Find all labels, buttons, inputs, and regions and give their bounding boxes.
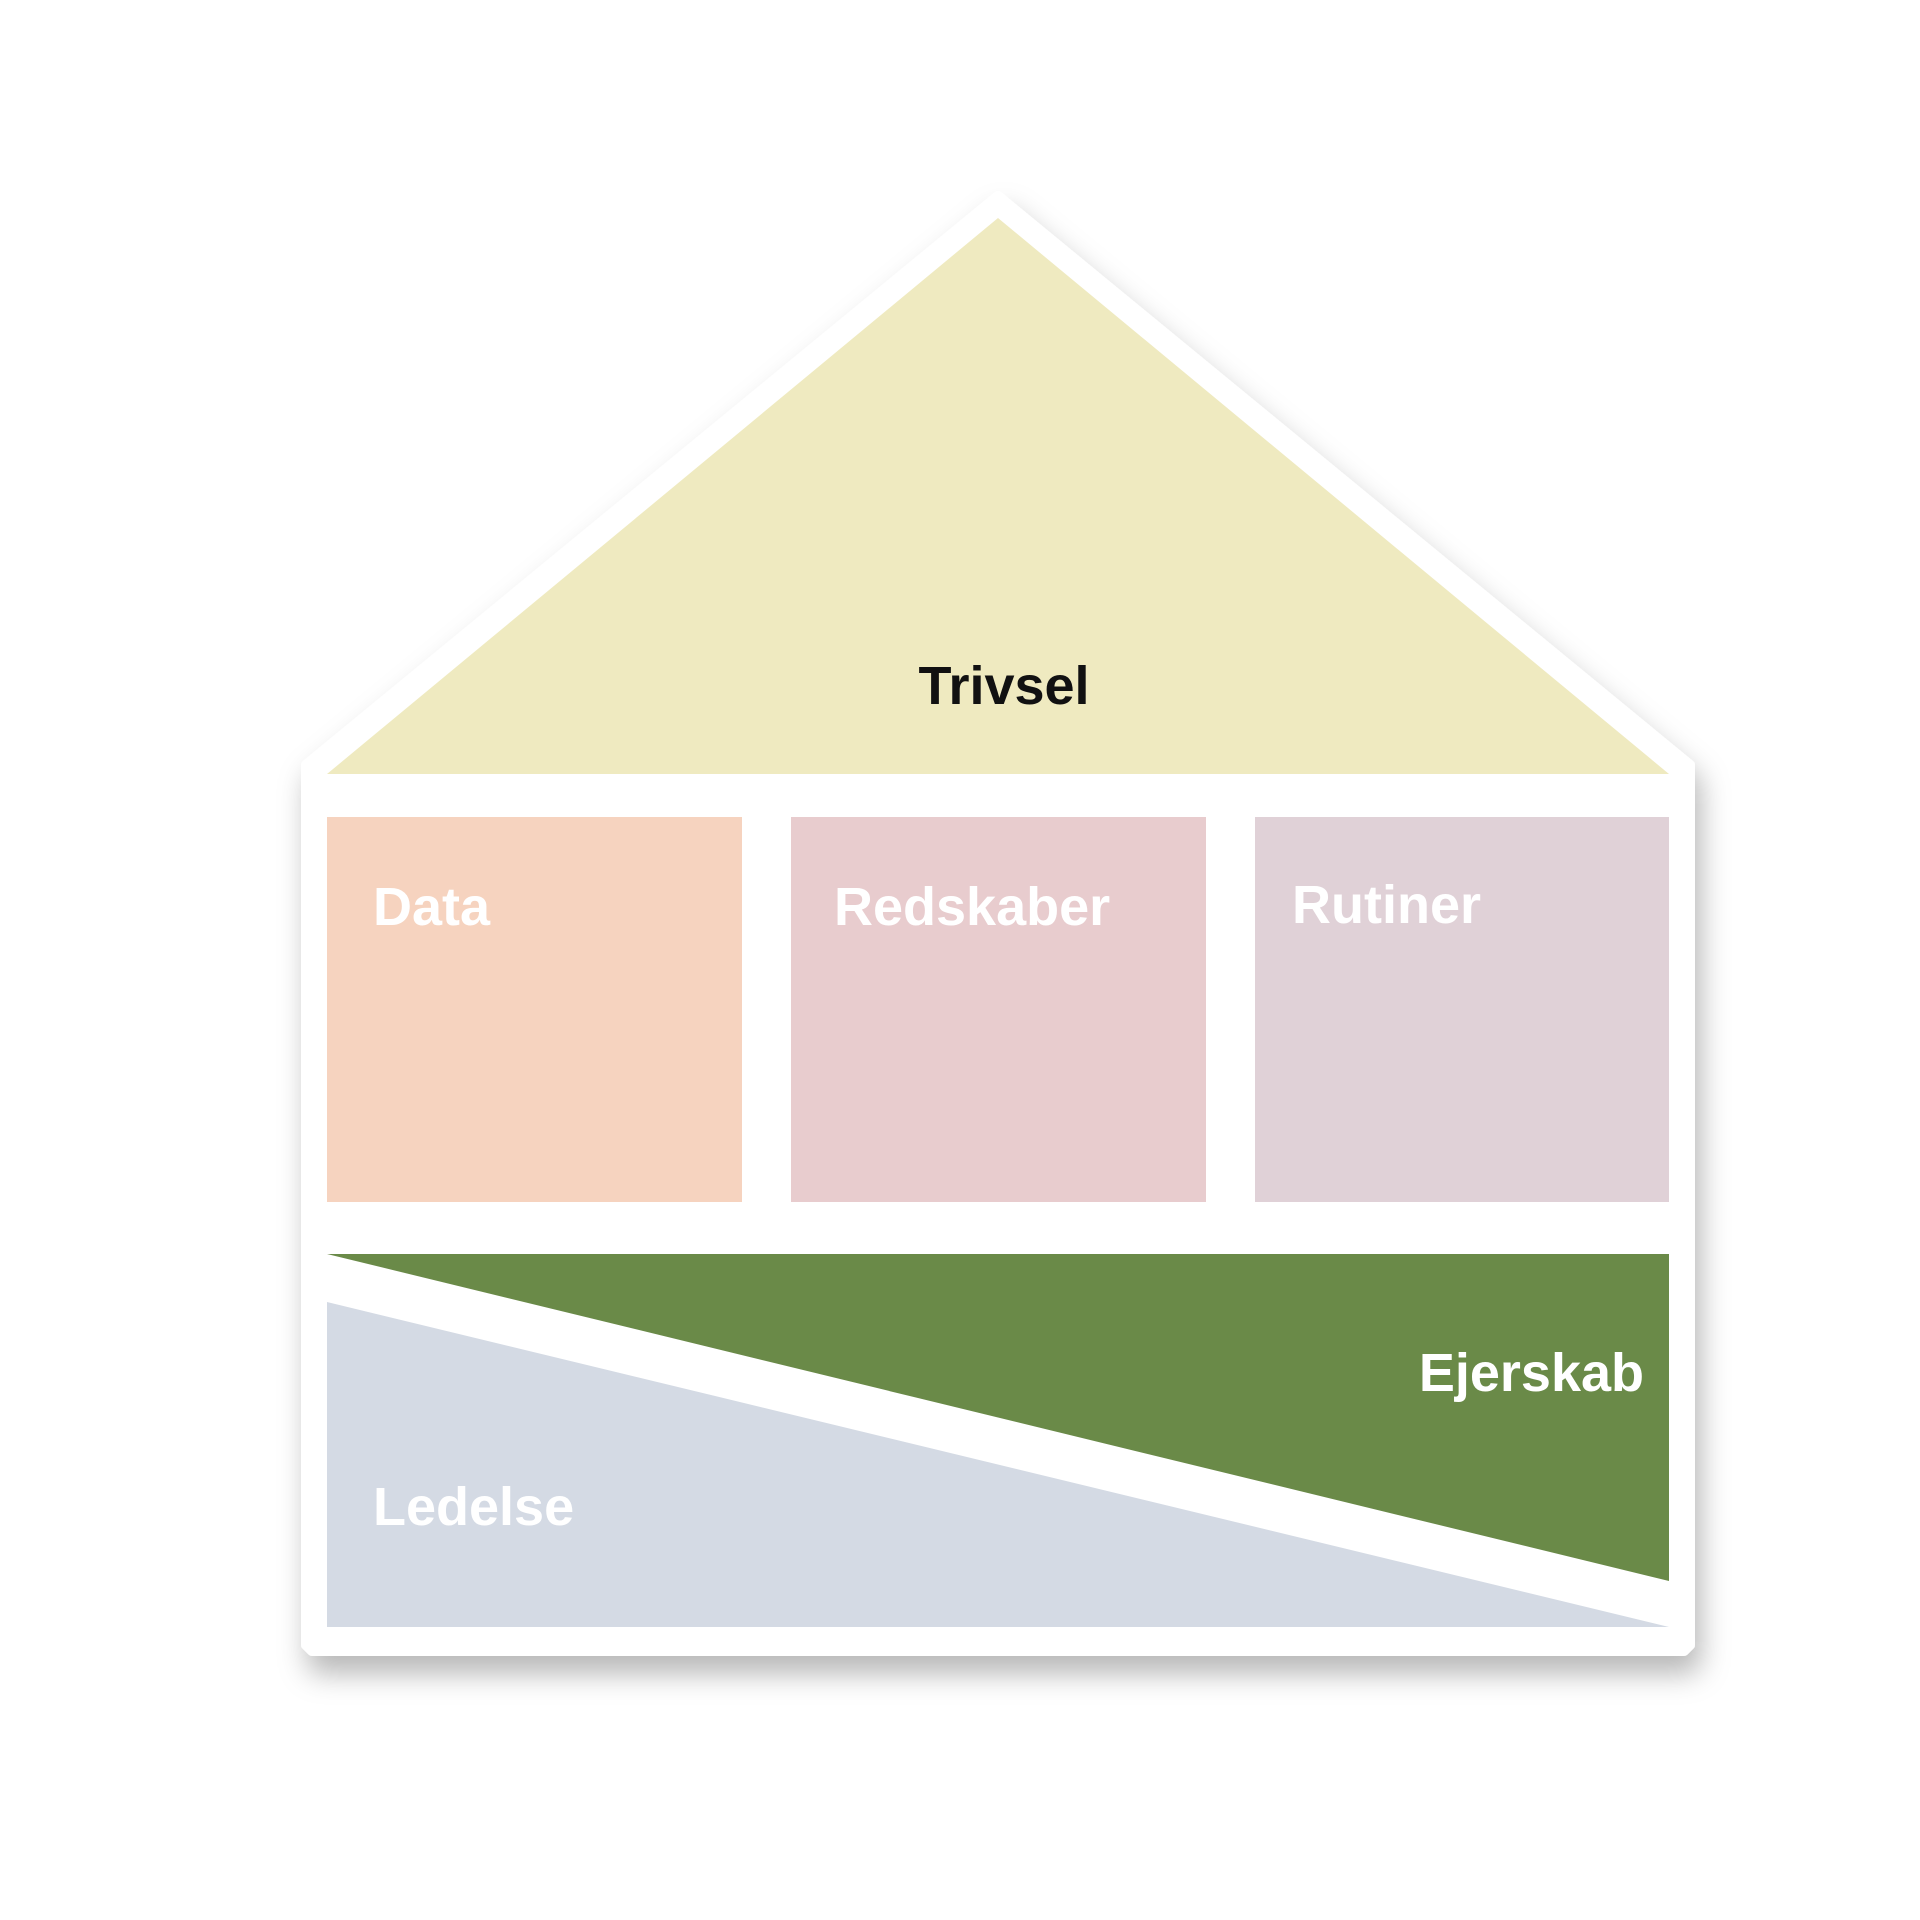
pillar-data xyxy=(327,817,742,1202)
pillar-label-redskaber: Redskaber xyxy=(834,877,1110,937)
foundation-label-ejerskab: Ejerskab xyxy=(1419,1343,1644,1403)
roof-trivsel xyxy=(327,218,1669,774)
foundation-ejerskab xyxy=(327,1254,1669,1581)
pillar-rutiner xyxy=(1255,817,1669,1202)
pillar-redskaber xyxy=(791,817,1206,1202)
pillar-label-rutiner: Rutiner xyxy=(1292,875,1481,935)
foundation-ledelse xyxy=(327,1302,1669,1627)
roof-label: Trivsel xyxy=(918,656,1089,716)
pillar-label-data: Data xyxy=(373,877,491,937)
foundation-label-ledelse: Ledelse xyxy=(373,1477,574,1537)
